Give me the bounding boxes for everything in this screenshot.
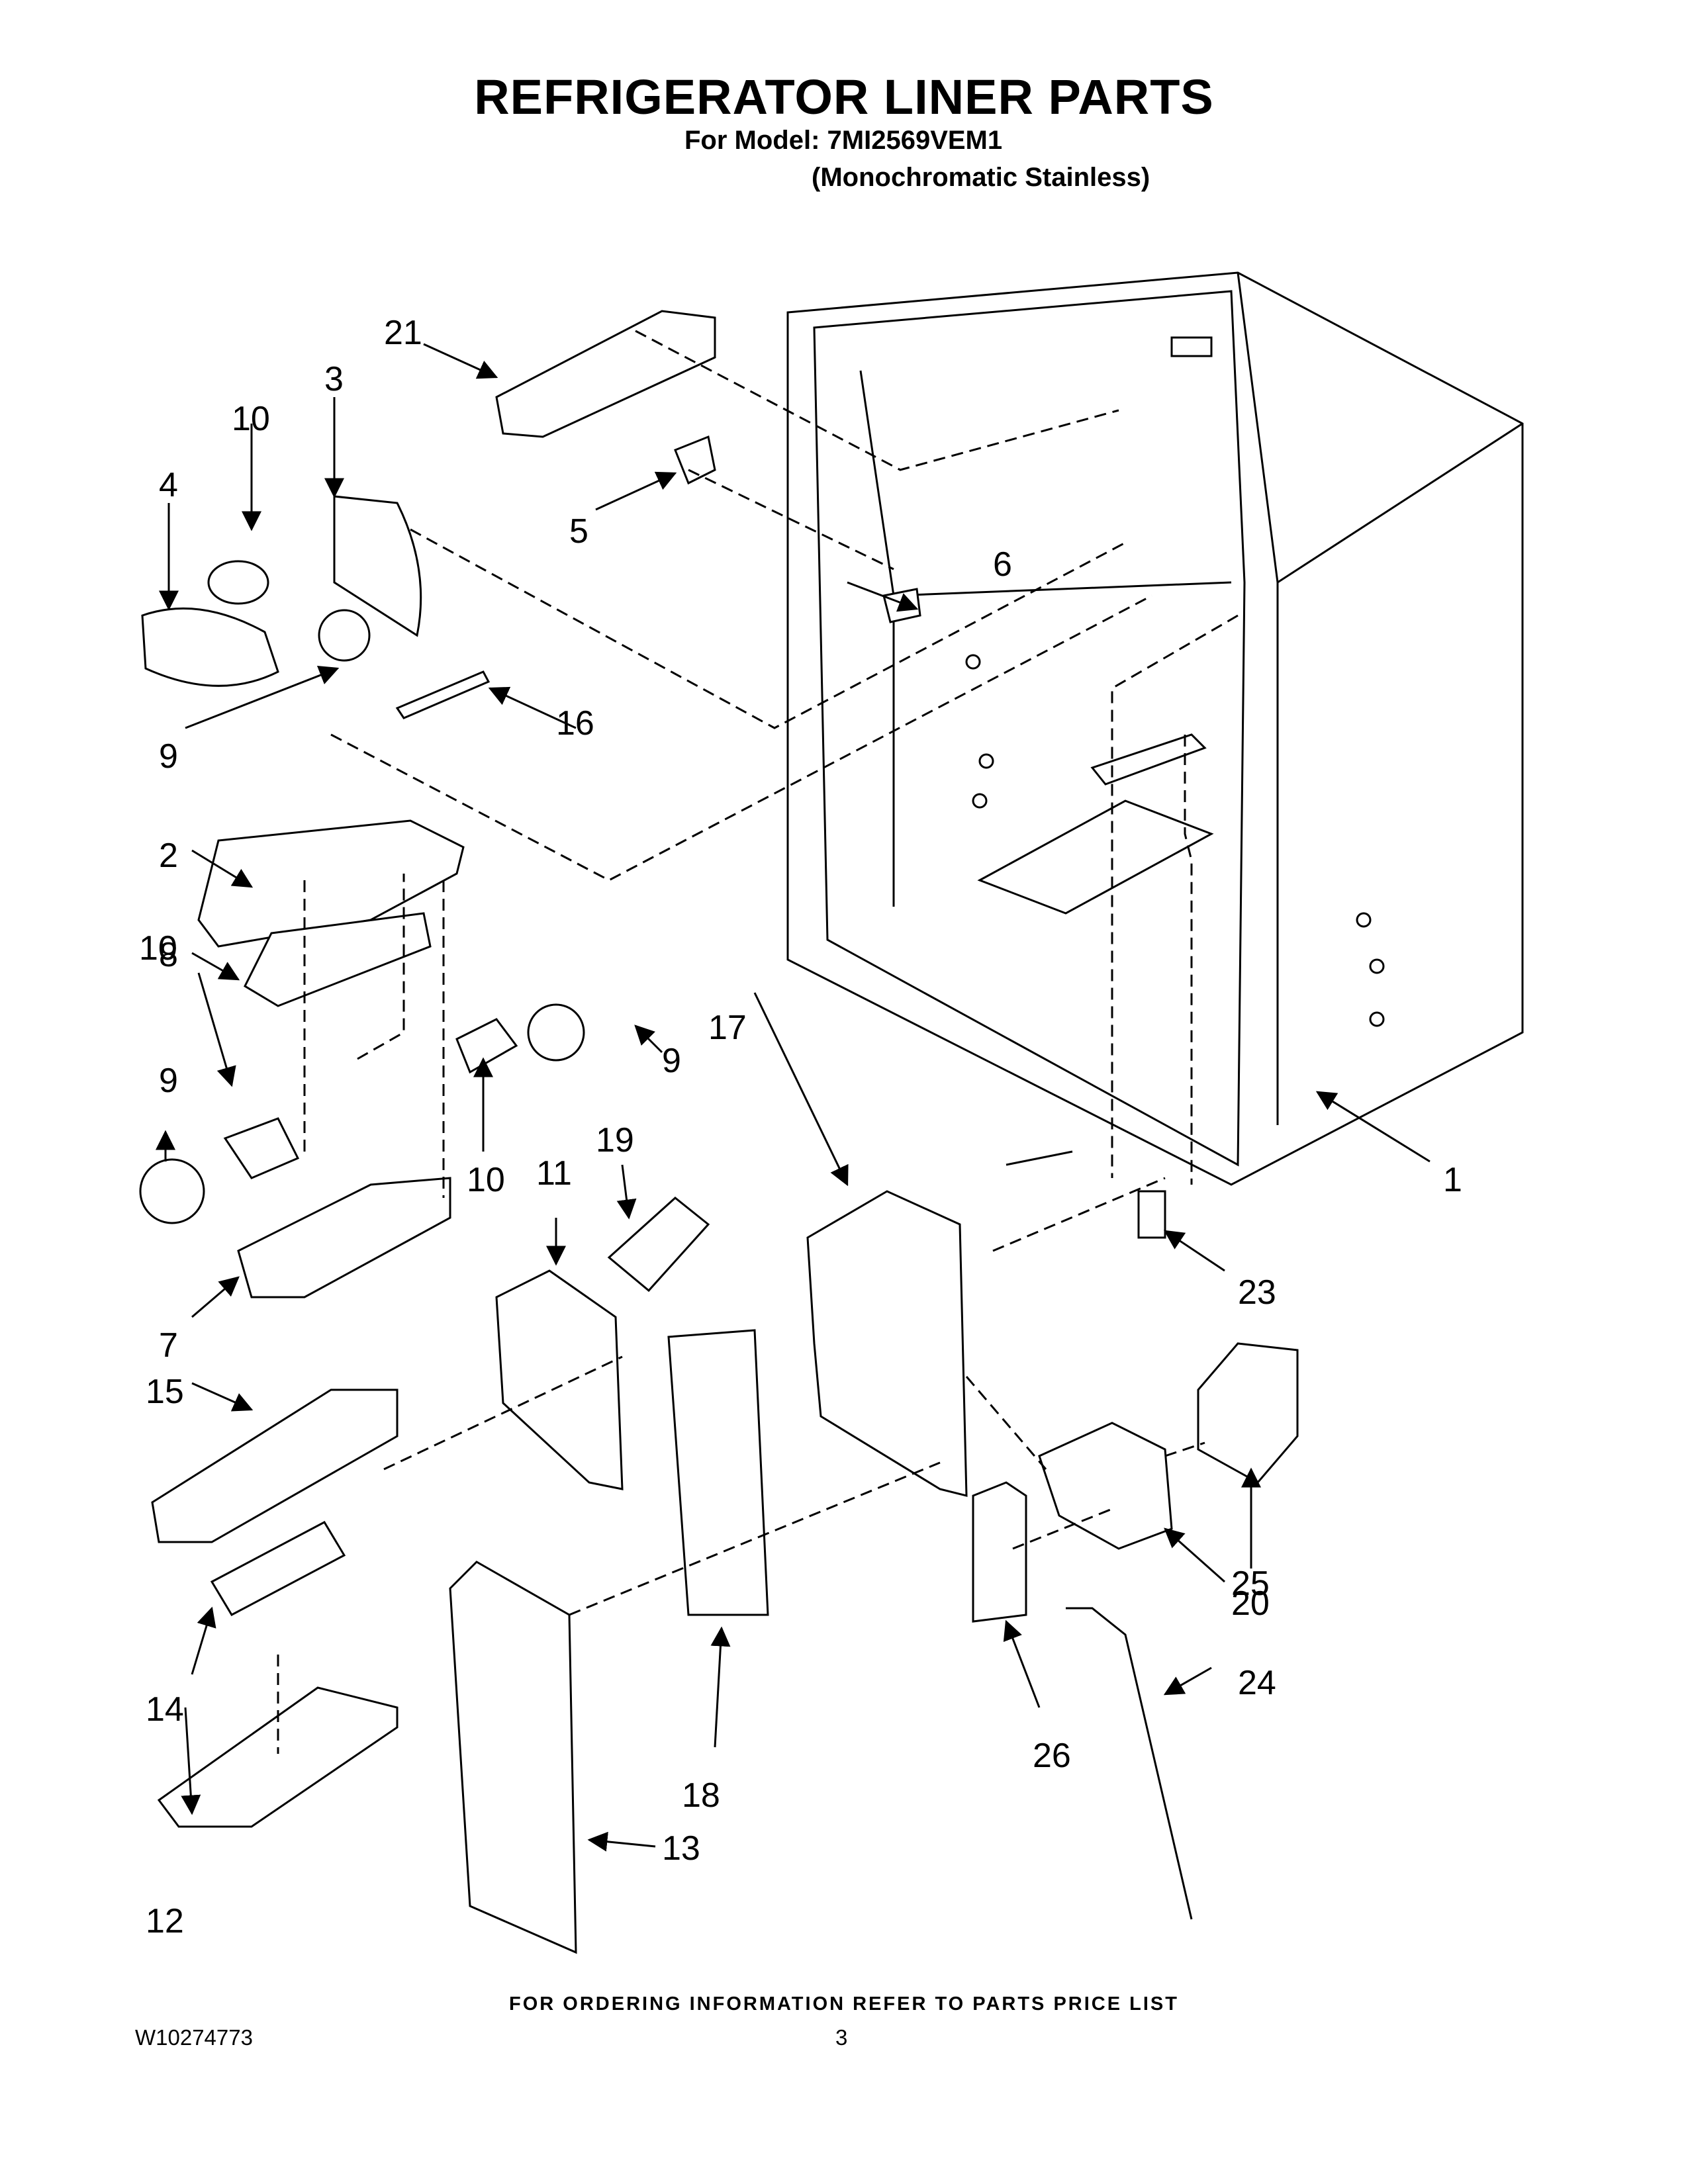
callout-10-middle: 10 <box>467 1161 505 1199</box>
callout-20: 20 <box>1231 1584 1270 1623</box>
callout-18: 18 <box>682 1776 720 1815</box>
part-16 <box>395 670 491 719</box>
callout-10-top: 10 <box>232 400 270 438</box>
part-1-liner <box>786 271 1524 1186</box>
ordering-note: FOR ORDERING INFORMATION REFER TO PARTS … <box>509 1993 1179 2015</box>
callout-26: 26 <box>1033 1737 1071 1775</box>
callout-15: 15 <box>146 1373 184 1411</box>
part-17 <box>806 1190 968 1497</box>
callout-9-top: 9 <box>159 737 178 776</box>
part-4 <box>141 607 279 687</box>
callout-13: 13 <box>662 1829 700 1868</box>
model-line: For Model: 7MI2569VEM1 <box>684 126 1003 155</box>
part-12 <box>157 1686 399 1828</box>
part-3 <box>333 495 422 637</box>
part-21 <box>495 310 716 438</box>
part-19 <box>607 1197 710 1293</box>
page-title: REFRIGERATOR LINER PARTS <box>474 69 1214 124</box>
part-8 <box>244 912 432 1007</box>
part-14 <box>210 1521 346 1616</box>
part-6 <box>882 588 921 623</box>
part-11 <box>495 1269 624 1490</box>
part-13 <box>449 1561 577 1954</box>
callout-3: 3 <box>324 360 344 398</box>
dashed-leaders <box>277 330 1239 1754</box>
callout-21: 21 <box>384 314 422 352</box>
callout-2: 2 <box>159 837 178 875</box>
part-9c <box>527 1003 585 1062</box>
variant-line: (Monochromatic Stainless) <box>812 163 1150 192</box>
document-number: W10274773 <box>135 2025 253 2050</box>
part-18 <box>667 1329 769 1616</box>
callout-14: 14 <box>146 1690 184 1729</box>
part-24 <box>1066 1607 1193 1920</box>
part-7 <box>237 1177 451 1298</box>
callout-4: 4 <box>159 466 178 504</box>
part-25 <box>1197 1342 1299 1484</box>
callout-24: 24 <box>1238 1664 1276 1702</box>
part-26 <box>972 1481 1027 1623</box>
page-number: 3 <box>835 2025 848 2050</box>
callout-labels: 1 2 3 4 5 6 7 8 9 9 9 10 10 10 11 12 13 … <box>139 314 1462 1940</box>
callout-7: 7 <box>159 1326 178 1365</box>
part-10a <box>207 560 269 605</box>
part-10c <box>455 1018 518 1074</box>
callout-arrows <box>156 343 1430 1852</box>
callout-17: 17 <box>708 1009 747 1047</box>
part-9a <box>318 609 371 662</box>
callout-23: 23 <box>1238 1273 1276 1312</box>
callout-5: 5 <box>569 512 588 551</box>
callout-10-left: 10 <box>139 929 177 968</box>
callout-25: 25 <box>1231 1565 1270 1603</box>
callout-19: 19 <box>596 1121 634 1160</box>
callout-8: 8 <box>159 936 178 974</box>
callout-12: 12 <box>146 1902 184 1940</box>
part-20 <box>1038 1422 1173 1550</box>
callout-9-left: 9 <box>159 1062 178 1100</box>
callout-16: 16 <box>556 704 594 743</box>
callout-9-right: 9 <box>662 1042 681 1080</box>
part-9b <box>139 1158 205 1224</box>
part-5 <box>674 435 716 485</box>
part-23 <box>1137 1190 1166 1239</box>
callout-6: 6 <box>993 545 1012 584</box>
part-10b <box>223 1117 300 1179</box>
part-2 <box>197 819 465 948</box>
callout-1: 1 <box>1443 1161 1462 1199</box>
callout-11: 11 <box>536 1154 572 1193</box>
part-15 <box>151 1388 399 1543</box>
